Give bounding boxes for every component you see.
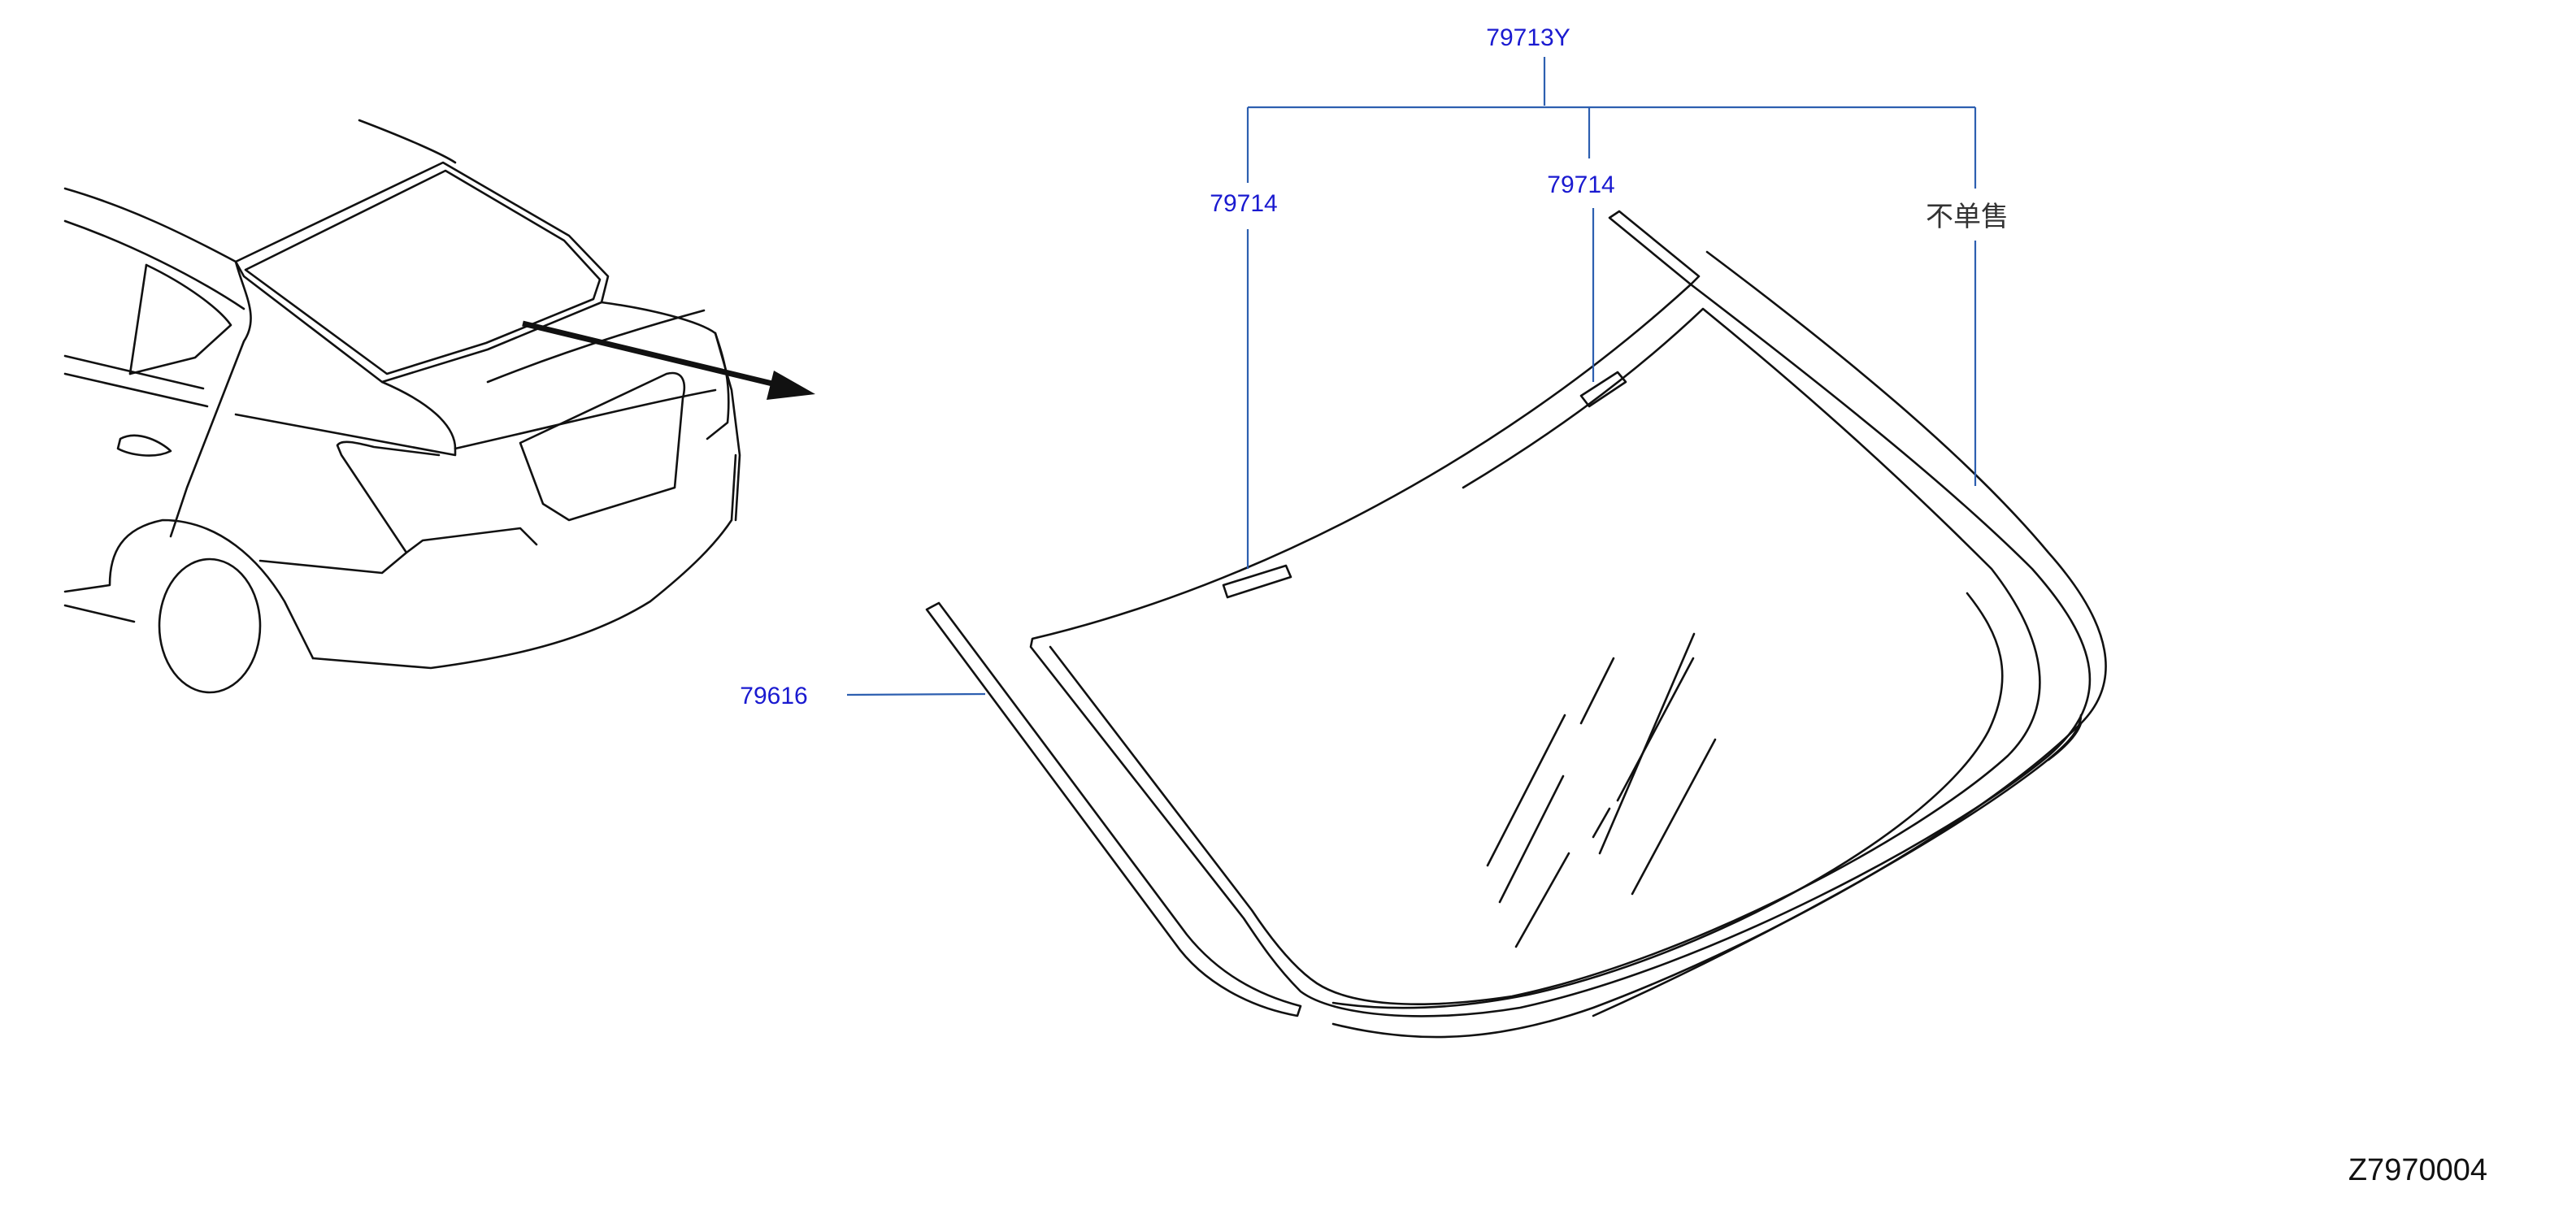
callout-labels: 79713Y 79714 79714 不单售 79616 <box>740 24 2009 709</box>
assembly-label: 79713Y <box>1486 24 1570 51</box>
vehicle-rear-view <box>63 119 741 694</box>
view-arrow-icon <box>522 320 815 400</box>
drawing-code: Z7970004 <box>2348 1153 2487 1187</box>
back-window-glass <box>1029 210 2107 1039</box>
moulding-part <box>925 601 1302 1017</box>
leader-lines <box>846 57 1977 696</box>
clip-right-label: 79714 <box>1547 171 1614 198</box>
not-sold-separately-label: 不单售 <box>1926 201 2009 233</box>
clip-left-label: 79714 <box>1210 190 1277 217</box>
moulding-label: 79616 <box>740 683 807 709</box>
